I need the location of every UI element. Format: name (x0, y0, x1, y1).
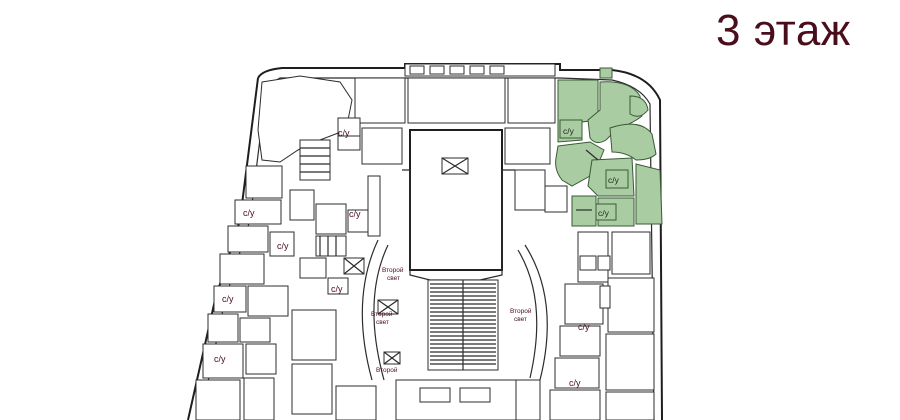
top-rooms (337, 63, 556, 165)
wc-label: с/у (349, 209, 361, 219)
second-light-label: свет (387, 275, 400, 282)
room-labels: с/у с/у с/у с/у с/у с/у с/у с/у с/у с/у … (214, 126, 620, 388)
wc-label: с/у (338, 128, 350, 138)
atrium-void (402, 129, 515, 281)
west-wing (195, 75, 381, 420)
atrium-ring (361, 239, 548, 381)
second-light-label: Второй (376, 366, 398, 374)
second-light-label: свет (514, 316, 527, 323)
wc-label: с/у (243, 208, 255, 218)
wc-label: с/у (222, 294, 234, 304)
wc-label: с/у (569, 378, 581, 388)
wc-label: с/у (598, 208, 610, 218)
second-light-label: Второй (371, 310, 393, 318)
wc-label: с/у (578, 322, 590, 332)
second-light-label: Второй (510, 307, 532, 315)
wc-label: с/у (214, 354, 226, 364)
second-light-label: Второй (382, 266, 404, 274)
wc-label: с/у (331, 284, 343, 294)
second-light-label: свет (376, 319, 389, 326)
main-stair (427, 279, 499, 371)
wc-label: с/у (277, 241, 289, 251)
bottom-rooms (395, 379, 541, 420)
east-wing (514, 169, 655, 420)
wc-label: с/у (608, 175, 620, 185)
floor-title: 3 этаж (716, 6, 851, 55)
highlighted-zone (555, 67, 663, 227)
wc-label: с/у (563, 126, 575, 136)
